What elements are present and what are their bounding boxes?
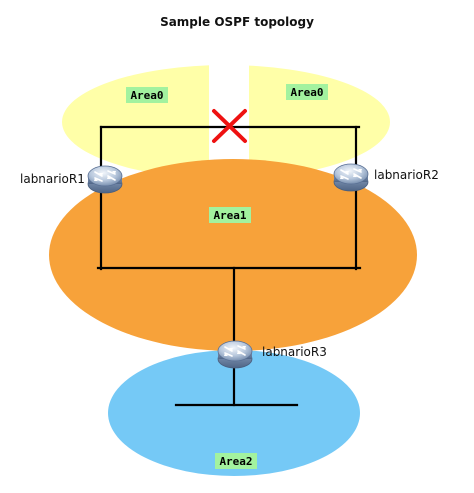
svg-text:Area0: Area0 [290, 86, 323, 99]
svg-text:Area0: Area0 [130, 89, 163, 102]
area-label-area2: Area2 [215, 453, 257, 469]
svg-text:Area1: Area1 [213, 209, 246, 222]
router-icon[interactable] [217, 340, 253, 369]
router-label-r1: labnarioR1 [20, 172, 85, 186]
router-label-r3: labnarioR3 [262, 345, 327, 359]
area-label-area1: Area1 [209, 207, 251, 223]
diagram-title: Sample OSPF topology [160, 15, 314, 29]
link-failure-icon [212, 109, 247, 143]
router-icon[interactable] [87, 165, 123, 194]
area2-region [108, 350, 360, 476]
router-icon[interactable] [333, 163, 369, 192]
area1-region [49, 159, 417, 351]
area-label-area0-left: Area0 [126, 87, 168, 103]
svg-text:Area2: Area2 [219, 455, 252, 468]
area-label-area0-right: Area0 [286, 84, 328, 100]
router-label-r2: labnarioR2 [374, 168, 439, 182]
